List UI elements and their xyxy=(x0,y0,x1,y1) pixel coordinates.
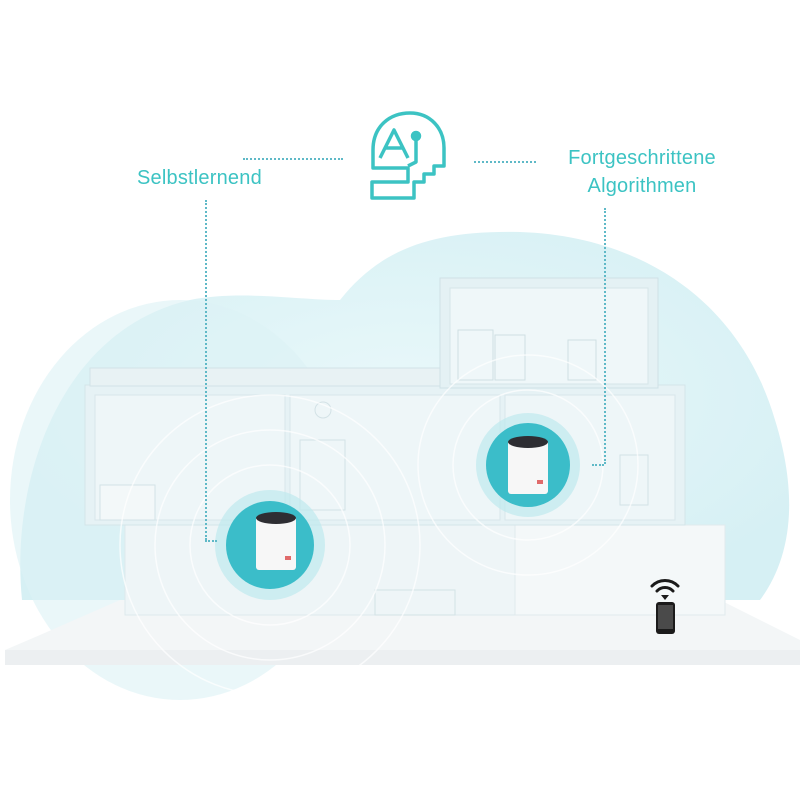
connector-right-vertical xyxy=(604,208,606,464)
connector-right-end xyxy=(592,464,604,466)
connector-left-horizontal xyxy=(243,158,343,160)
mesh-router-left xyxy=(255,512,297,572)
label-advanced-algorithms-line2: Algorithmen xyxy=(587,175,697,197)
mesh-router-right xyxy=(507,436,549,496)
connector-left-end xyxy=(205,540,217,542)
label-advanced-algorithms: Fortgeschrittene Algorithmen xyxy=(556,144,728,200)
smartphone-wifi-icon xyxy=(648,574,682,636)
label-self-learning: Selbstlernend xyxy=(137,167,262,189)
connector-left-vertical xyxy=(205,200,207,540)
ai-head-icon xyxy=(368,110,448,202)
label-advanced-algorithms-line1: Fortgeschrittene xyxy=(568,147,716,169)
connector-right-horizontal xyxy=(474,161,536,163)
